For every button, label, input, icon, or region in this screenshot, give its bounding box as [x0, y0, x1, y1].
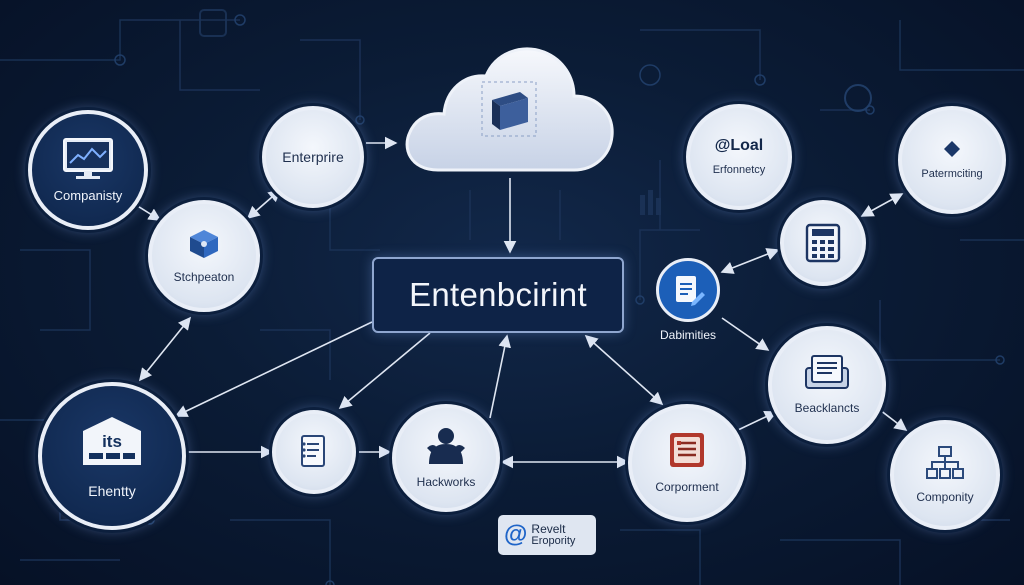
node-componity-label: Componity [916, 490, 974, 505]
at-logo-icon: @ [504, 521, 528, 548]
link-center-document [338, 332, 431, 410]
footer-logo-line1: Revelt [531, 521, 566, 536]
node-beacklancts[interactable]: Beacklancts [768, 326, 886, 444]
node-local[interactable]: @Loal Erfonnetcy [686, 104, 792, 210]
diamond-icon [944, 140, 960, 157]
link-beacklancts-componity [879, 409, 908, 431]
document-edit-icon [676, 276, 705, 306]
building-icon-text: its [102, 432, 122, 451]
node-componity[interactable]: Componity [890, 420, 1000, 530]
node-dabimities[interactable] [656, 258, 720, 322]
node-ehentty-label: Ehentty [88, 482, 136, 499]
document-icon [301, 435, 325, 467]
node-local-title: @Loal [714, 137, 764, 155]
link-corporment-beacklancts [737, 411, 778, 431]
link-center-ehentty [174, 321, 373, 417]
cube-icon [481, 81, 537, 137]
node-patermciting[interactable]: Patermciting [898, 106, 1006, 214]
node-companisty[interactable]: Companisty [28, 110, 148, 230]
link-hackworks-center [489, 334, 511, 419]
node-companisty-label: Companisty [53, 187, 123, 203]
link-calculator-patermciting [860, 193, 904, 217]
node-corporment-label: Corporment [655, 480, 719, 495]
node-hackworks[interactable]: Hackworks [392, 404, 500, 512]
file-stack-icon [805, 355, 849, 390]
footer-logo-line2: Eropority [531, 534, 576, 547]
node-dabimities-label: Dabimities [660, 328, 717, 342]
link-dabimities-beacklancts [721, 317, 770, 351]
node-document[interactable] [272, 410, 356, 494]
document-list-icon [670, 433, 704, 468]
link-enterprire-stchpeaton [246, 188, 282, 220]
node-enterprire[interactable]: Enterprire [262, 106, 364, 208]
node-corporment[interactable]: Corporment [628, 404, 746, 522]
central-node[interactable]: Entenbcirint [372, 257, 624, 333]
cube-icon [190, 230, 218, 259]
footer-logo[interactable]: @ Revelt Eropority [498, 515, 596, 555]
link-dabimities-calculator [720, 248, 780, 274]
link-center-corporment [584, 334, 664, 406]
node-calculator[interactable] [780, 200, 866, 286]
central-node-label: Entenbcirint [409, 276, 587, 313]
link-stchpeaton-ehentty [138, 316, 192, 382]
calculator-icon [805, 223, 841, 263]
node-enterprire-label: Enterprire [282, 148, 344, 165]
node-stchpeaton-label: Stchpeaton [173, 270, 235, 285]
node-hackworks-label: Hackworks [416, 475, 476, 490]
hierarchy-icon [926, 446, 964, 480]
node-patermciting-label: Patermciting [921, 167, 983, 180]
monitor-chart-icon [63, 137, 113, 179]
cloud-node[interactable] [398, 38, 620, 178]
user-silhouette-icon [427, 428, 465, 465]
node-local-label: Erfonnetcy [712, 163, 766, 176]
node-stchpeaton[interactable]: Stchpeaton [148, 200, 260, 312]
node-ehentty[interactable]: its Ehentty [38, 382, 186, 530]
building-icon: its [83, 416, 141, 465]
node-beacklancts-label: Beacklancts [794, 401, 860, 416]
